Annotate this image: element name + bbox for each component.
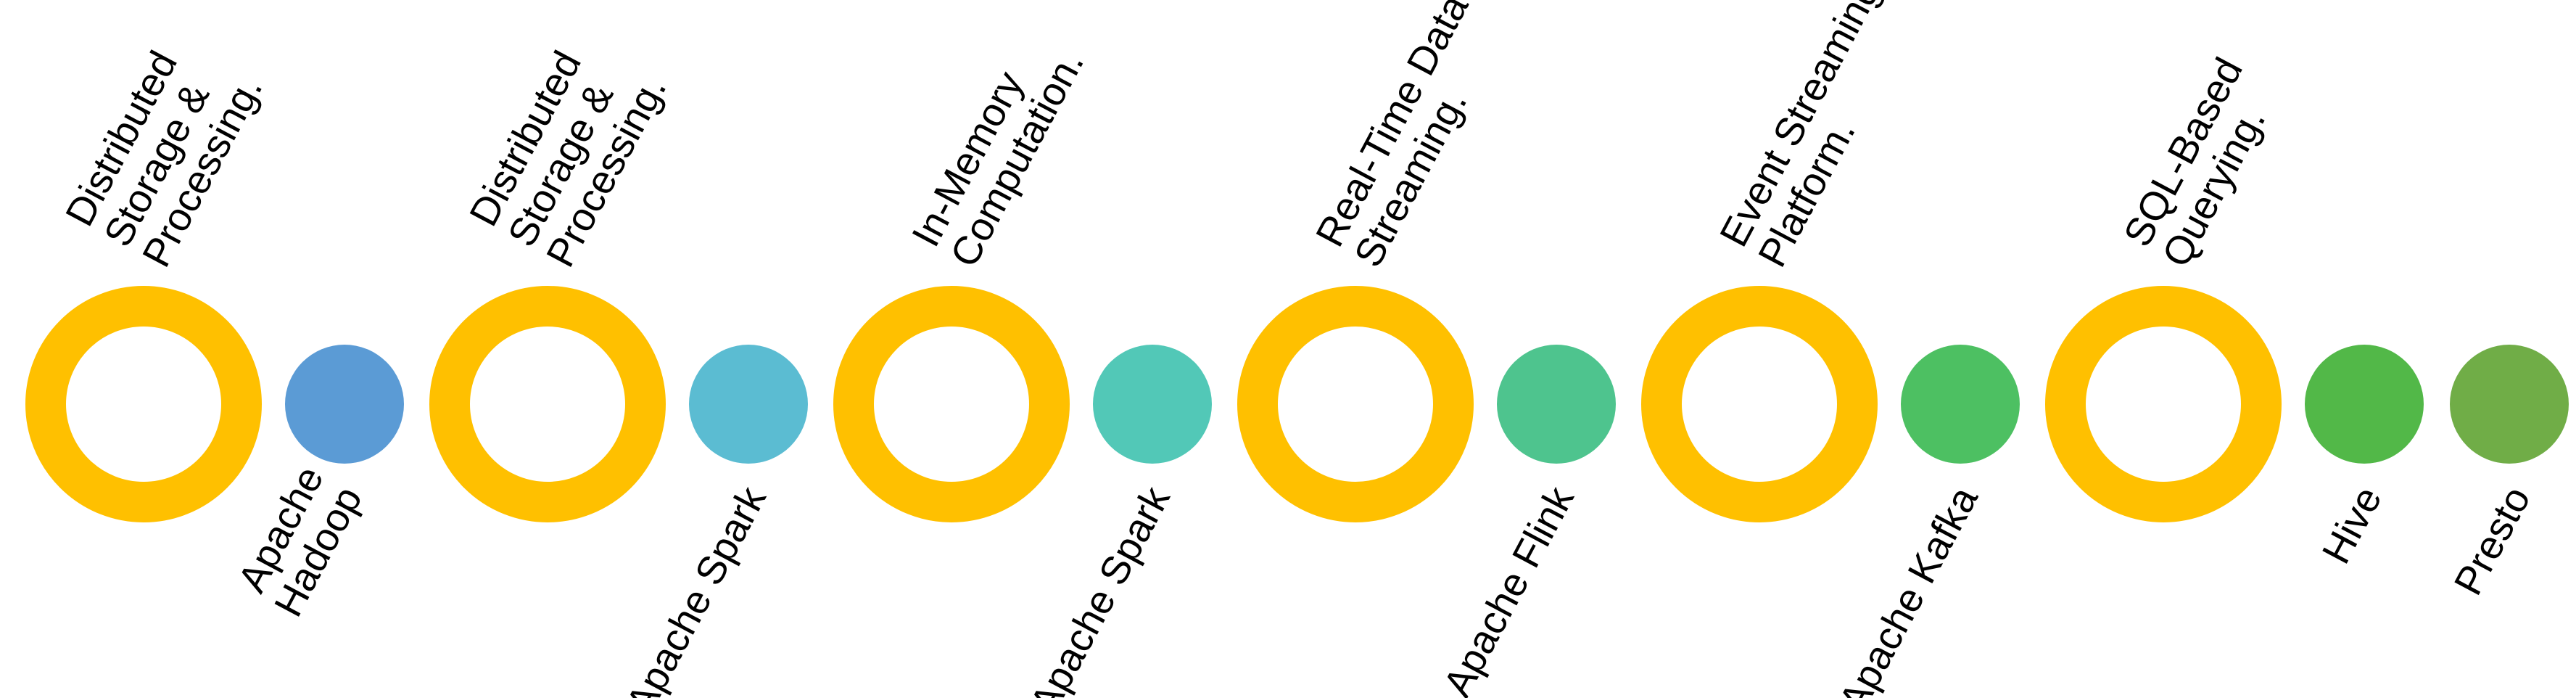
tool-label: Apache Flink	[1434, 479, 1582, 698]
tool-label: Apache Spark	[1021, 479, 1178, 698]
tool-label-final: Presto	[2445, 479, 2539, 601]
stage-ring	[2045, 286, 2282, 522]
tool-dot	[1901, 345, 2020, 464]
stage-ring	[1641, 286, 1878, 522]
stage-ring	[1237, 286, 1474, 522]
tool-label: Hive	[2313, 479, 2390, 570]
stage-ring	[833, 286, 1070, 522]
tool-label: Apache Kafka	[1830, 479, 1986, 698]
tool-dot-final	[2450, 345, 2569, 464]
tool-dot	[689, 345, 808, 464]
tool-label-line: Apache Spark	[1021, 479, 1178, 698]
tool-dot	[1093, 345, 1212, 464]
tool-label-line: Apache Flink	[1434, 479, 1582, 698]
tool-label-line: Hive	[2313, 479, 2390, 570]
stage-ring	[25, 286, 262, 522]
tool-dot	[285, 345, 404, 464]
tool-label: Apache Spark	[617, 479, 775, 698]
tool-dot	[1497, 345, 1616, 464]
tool-label-line: Apache Kafka	[1830, 479, 1986, 698]
tool-label-line: Apache Spark	[617, 479, 775, 698]
tool-dot	[2305, 345, 2424, 464]
stage-ring	[429, 286, 666, 522]
tool-label-final-line: Presto	[2445, 479, 2539, 601]
